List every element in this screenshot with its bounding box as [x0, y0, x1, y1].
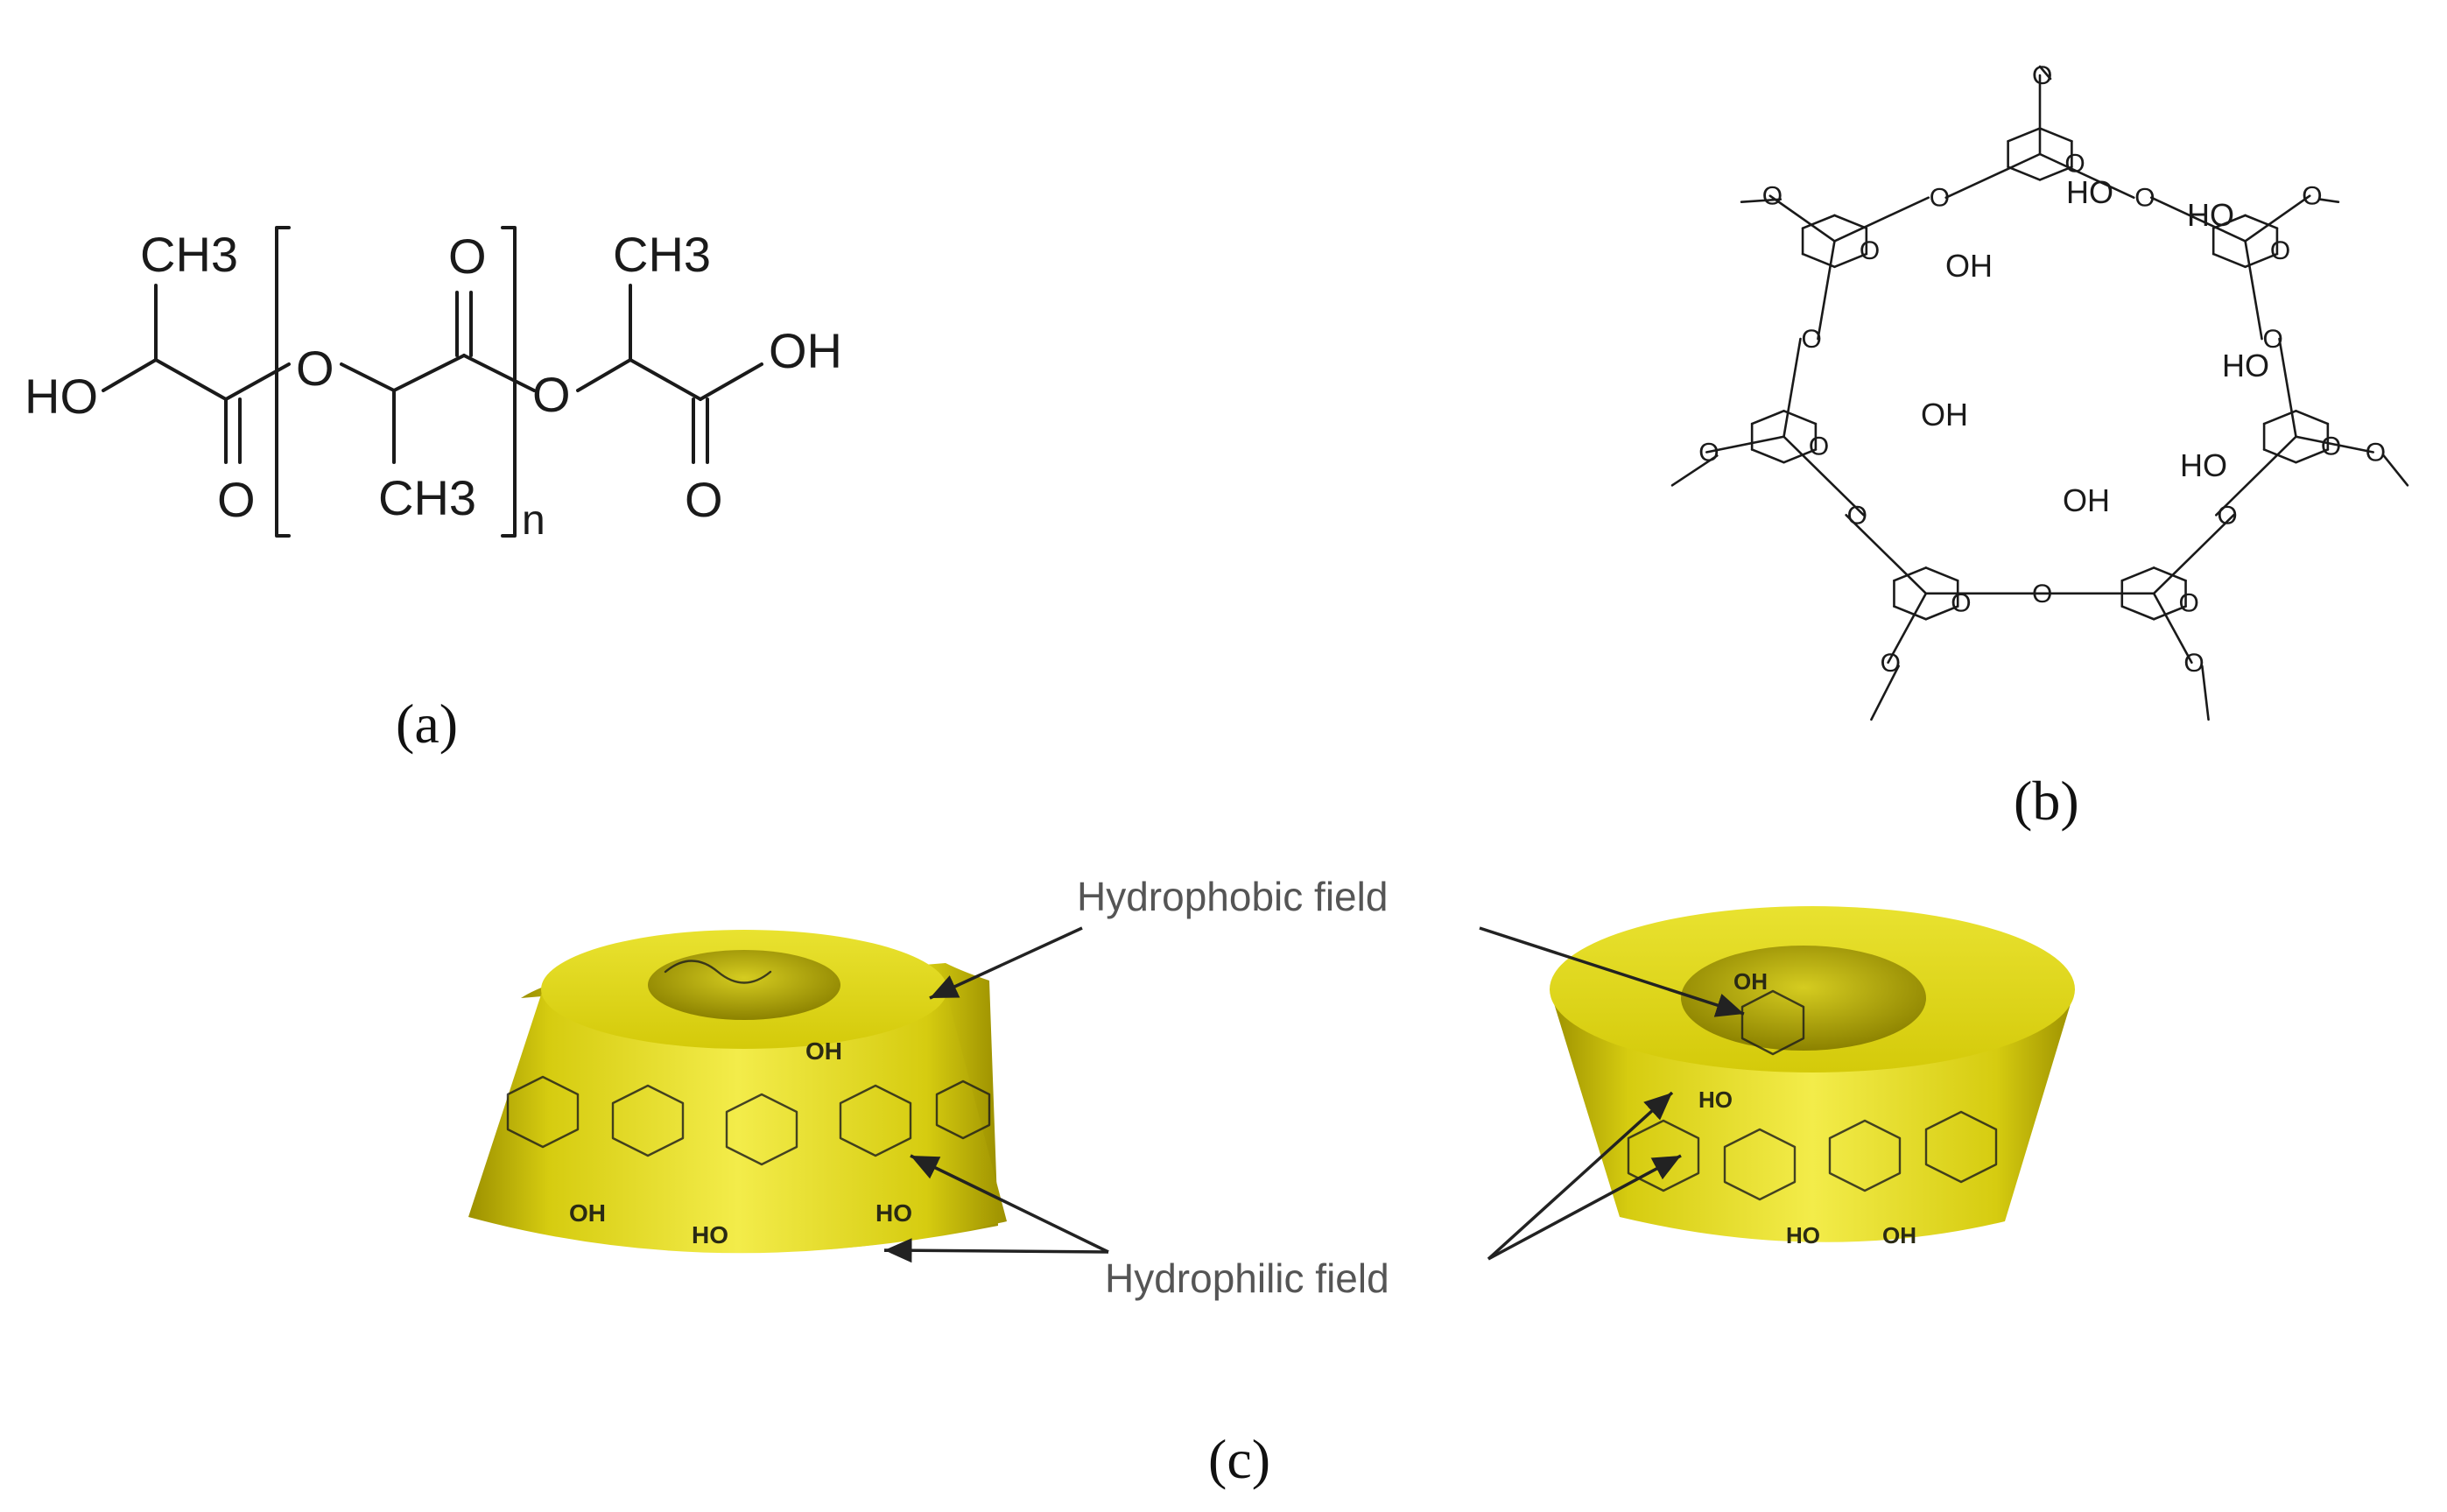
hydroxyl-label: OH	[2063, 482, 2110, 518]
arrow-hydrophilic-right-upper	[1487, 1091, 1674, 1261]
oxygen-atom: O	[2179, 589, 2199, 618]
pla-structure: HO CH3 O O O CH3 n O CH3 OH O (a)	[25, 226, 842, 755]
oxygen-atom: O	[1762, 182, 1783, 211]
atom-o-ester-right: O	[532, 367, 571, 422]
oxygen-atom: O	[1951, 589, 1971, 618]
oxygen-atom: O	[1860, 236, 1880, 265]
repeat-brackets	[275, 226, 517, 538]
hydroxyl-label: HO	[2222, 348, 2269, 383]
arrow-hydrophilic-upper	[910, 1154, 1109, 1254]
callout-arrows	[883, 926, 1745, 1263]
oxygen-atom: O	[2134, 184, 2155, 213]
decor-oh: OH	[569, 1199, 606, 1227]
oxygen-atom: O	[1801, 325, 1821, 354]
decor-ho: HO	[1698, 1087, 1733, 1113]
cyclodextrin-ring-bonds	[1670, 65, 2409, 721]
cyclodextrin-cone-models: OH HO OH HO OH HO OH HO Hydrophobic fiel…	[468, 874, 2075, 1490]
oxygen-atom: O	[2366, 438, 2386, 467]
oxygen-atom: O	[2321, 432, 2341, 461]
cyclodextrin-atom-labels: HO HO OH OH HO OH HO OOOOOOOOOOOOOOOOOOO…	[1698, 61, 2386, 678]
oxygen-atom: O	[2032, 580, 2052, 608]
cone-left-body	[468, 989, 1007, 1254]
cyclodextrin-structure: HO HO OH OH HO OH HO OOOOOOOOOOOOOOOOOOO…	[1670, 61, 2409, 832]
hydroxyl-label: OH	[1921, 397, 1968, 433]
arrow-hydrophilic-lower	[883, 1238, 1109, 1263]
cone-right: OH HO OH HO	[1550, 906, 2075, 1248]
atom-o-ester-left: O	[296, 341, 334, 396]
oxygen-atom: O	[1809, 432, 1829, 461]
atom-o-carbonyl-left: O	[217, 472, 256, 527]
callout-hydrophilic: Hydrophilic field	[1105, 1255, 1389, 1301]
panel-label-a: (a)	[396, 693, 458, 755]
decor-ho: HO	[875, 1199, 912, 1227]
oxygen-atom: O	[2032, 61, 2052, 90]
hydroxyl-label: HO	[2187, 197, 2234, 233]
arrow-hydrophilic-right-lower	[1487, 1154, 1682, 1261]
atom-ch3-top-left: CH3	[140, 227, 238, 282]
hydroxyl-label: OH	[1945, 248, 1993, 284]
decor-oh: OH	[805, 1037, 842, 1065]
oxygen-atom: O	[1881, 649, 1901, 678]
atom-ch3-mid: CH3	[378, 470, 476, 525]
oxygen-atom: O	[2263, 325, 2283, 354]
pla-bonds	[102, 284, 763, 464]
atom-o-carbonyl-right: O	[685, 472, 723, 527]
cone-left: OH HO OH HO	[468, 930, 1007, 1254]
atom-o-carbonyl-mid: O	[448, 229, 487, 284]
panel-label-b: (b)	[2014, 770, 2079, 832]
callout-hydrophobic: Hydrophobic field	[1077, 874, 1388, 919]
oxygen-atom: O	[2302, 182, 2322, 211]
decor-oh: OH	[1733, 968, 1768, 995]
hydroxyl-label: HO	[2066, 174, 2113, 210]
atom-oh-right: OH	[769, 323, 842, 378]
decor-ho: HO	[1786, 1222, 1820, 1248]
oxygen-atom: O	[2064, 150, 2085, 179]
oxygen-atom: O	[1698, 438, 1719, 467]
decor-ho: HO	[692, 1221, 728, 1248]
cone-left-cavity	[648, 950, 840, 1020]
repeat-subscript-n: n	[522, 497, 545, 544]
oxygen-atom: O	[1847, 501, 1867, 530]
hydroxyl-label: HO	[2180, 447, 2227, 483]
decor-oh: OH	[1882, 1222, 1916, 1248]
oxygen-atom: O	[2217, 501, 2237, 530]
panel-label-c: (c)	[1208, 1428, 1270, 1490]
oxygen-atom: O	[1930, 184, 1950, 213]
arrow-hydrophobic-right	[1479, 926, 1745, 1017]
oxygen-atom: O	[2270, 236, 2290, 265]
atom-ch3-top-right: CH3	[613, 227, 711, 282]
oxygen-atom: O	[2183, 649, 2204, 678]
arrow-hydrophobic-left	[929, 926, 1083, 1000]
atom-ho-left: HO	[25, 369, 98, 424]
